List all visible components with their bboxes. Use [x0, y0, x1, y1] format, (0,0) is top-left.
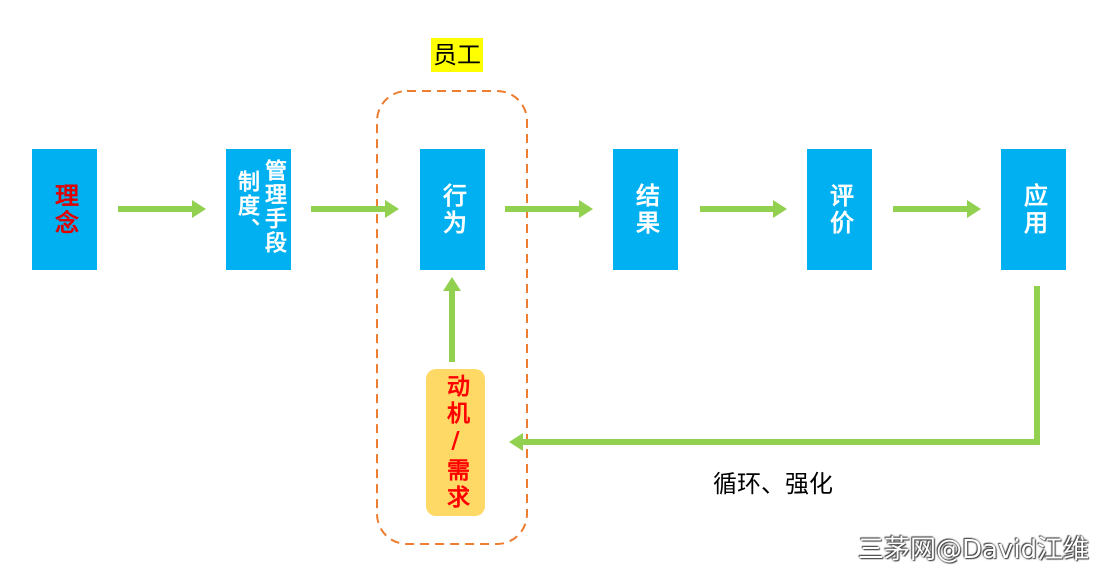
node-application-label: 应用 — [1019, 182, 1048, 237]
arrow-head — [967, 200, 981, 218]
node-motive-label: 动机/需求 — [442, 373, 469, 512]
arrow-behavior-to-result — [505, 200, 593, 218]
arrow-head — [192, 200, 206, 218]
node-system-label-left: 制度、 — [234, 170, 259, 242]
arrow-head — [509, 433, 523, 451]
node-evaluation: 评价 — [807, 149, 872, 270]
feedback-loop-label: 循环、强化 — [713, 470, 833, 498]
node-evaluation-label: 评价 — [825, 182, 854, 237]
arrow-head — [773, 200, 787, 218]
node-motive: 动机/需求 — [426, 369, 485, 516]
arrow-system-to-behavior — [311, 200, 399, 218]
node-behavior: 行为 — [420, 149, 485, 270]
arrow-result-to-evaluation — [700, 200, 787, 218]
node-result: 结果 — [613, 149, 678, 270]
arrow-shaft — [521, 286, 1040, 445]
node-application: 应用 — [1001, 149, 1066, 270]
node-concept-label: 理念 — [50, 182, 79, 237]
watermark: 三茅网@David江维 — [858, 535, 1090, 565]
arrow-evaluation-to-application — [893, 200, 981, 218]
arrow-head — [579, 200, 593, 218]
node-result-label: 结果 — [631, 182, 660, 237]
node-behavior-label: 行为 — [438, 182, 467, 237]
employee-group-label: 员工 — [431, 38, 483, 72]
node-system-label-right: 管理手段 — [261, 159, 286, 255]
arrow-concept-to-system — [118, 200, 206, 218]
arrow-head — [385, 200, 399, 218]
arrow-head — [443, 277, 461, 291]
arrow-feedback-loop — [509, 286, 1040, 451]
node-concept: 理念 — [32, 149, 97, 270]
arrow-motive-to-behavior — [443, 277, 461, 362]
employee-group-outline — [376, 90, 528, 545]
node-system: 制度、 管理手段 — [226, 149, 291, 270]
